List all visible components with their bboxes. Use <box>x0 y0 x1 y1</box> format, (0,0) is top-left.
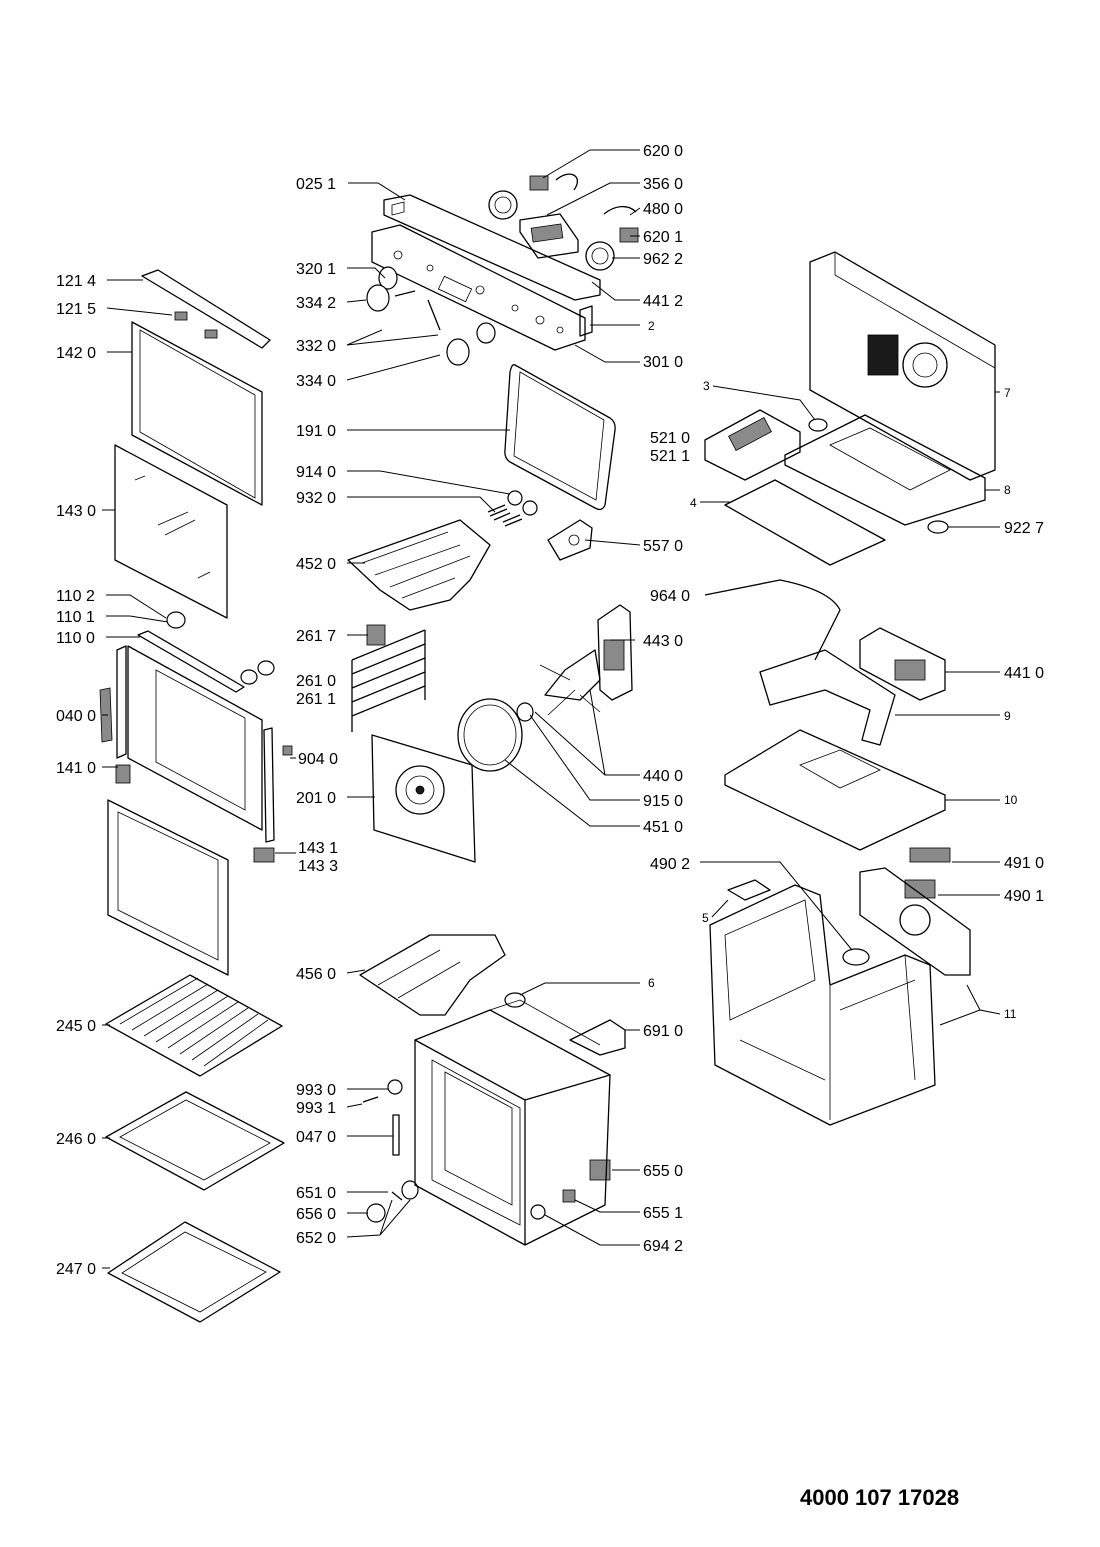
label-557-0: 557 0 <box>643 538 683 555</box>
label-246-0: 246 0 <box>56 1131 96 1148</box>
label-491-0: 491 0 <box>1004 855 1044 872</box>
outer-case-assembly <box>704 251 996 1126</box>
label-521-0: 521 0 <box>650 430 690 447</box>
label-521-1: 521 1 <box>650 448 690 465</box>
label-993-0: 993 0 <box>296 1082 336 1099</box>
leader-lines <box>102 149 1001 1269</box>
label-691-0: 691 0 <box>643 1023 683 1040</box>
label-3: 3 <box>703 379 710 393</box>
label-656-0: 656 0 <box>296 1206 336 1223</box>
label-6: 6 <box>648 976 655 990</box>
label-452-0: 452 0 <box>296 556 336 573</box>
label-142-0: 142 0 <box>56 345 96 362</box>
label-490-1: 490 1 <box>1004 888 1044 905</box>
cavity-internal-parts <box>347 364 633 1246</box>
label-443-0: 443 0 <box>643 633 683 650</box>
label-904-0: 904 0 <box>298 751 338 768</box>
label-334-0: 334 0 <box>296 373 336 390</box>
label-2: 2 <box>648 319 655 333</box>
label-11: 11 <box>1004 1007 1017 1021</box>
label-655-1: 655 1 <box>643 1205 683 1222</box>
label-301-0: 301 0 <box>643 354 683 371</box>
label-440-0: 440 0 <box>643 768 683 785</box>
label-143-0: 143 0 <box>56 503 96 520</box>
label-915-0: 915 0 <box>643 793 683 810</box>
label-620-0: 620 0 <box>643 143 683 160</box>
label-480-0: 480 0 <box>643 201 683 218</box>
label-9: 9 <box>1004 709 1011 723</box>
label-047-0: 047 0 <box>296 1129 336 1146</box>
label-7: 7 <box>1004 386 1011 400</box>
control-panel-assembly <box>366 173 639 366</box>
label-110-1: 110 1 <box>56 609 95 626</box>
door-assembly <box>99 269 293 976</box>
label-356-0: 356 0 <box>643 176 683 193</box>
label-451-0: 451 0 <box>643 819 683 836</box>
label-8: 8 <box>1004 483 1011 497</box>
part-number-labels: 620 0 356 0 480 0 620 1 962 2 441 2 2 30… <box>56 143 1044 1278</box>
label-025-1: 025 1 <box>296 176 336 193</box>
label-261-0: 261 0 <box>296 673 336 690</box>
label-110-2: 110 2 <box>56 588 95 605</box>
label-334-2: 334 2 <box>296 295 336 312</box>
label-332-0: 332 0 <box>296 338 336 355</box>
label-694-2: 694 2 <box>643 1238 683 1255</box>
label-655-0: 655 0 <box>643 1163 683 1180</box>
label-932-0: 932 0 <box>296 490 336 507</box>
label-141-0: 141 0 <box>56 760 96 777</box>
label-651-0: 651 0 <box>296 1185 336 1202</box>
label-121-5: 121 5 <box>56 301 96 318</box>
document-number: 4000 107 17028 <box>800 1485 960 1510</box>
label-456-0: 456 0 <box>296 966 336 983</box>
label-110-0: 110 0 <box>56 630 95 647</box>
label-620-1: 620 1 <box>643 229 683 246</box>
label-320-1: 320 1 <box>296 261 336 278</box>
label-121-4: 121 4 <box>56 273 96 290</box>
label-4: 4 <box>690 496 697 510</box>
label-245-0: 245 0 <box>56 1018 96 1035</box>
label-143-1: 143 1 <box>298 840 338 857</box>
label-201-0: 201 0 <box>296 790 336 807</box>
label-261-1: 261 1 <box>296 691 336 708</box>
label-191-0: 191 0 <box>296 423 336 440</box>
label-922-7: 922 7 <box>1004 520 1044 537</box>
label-143-3: 143 3 <box>298 858 338 875</box>
label-040-0: 040 0 <box>56 708 96 725</box>
label-962-2: 962 2 <box>643 251 683 268</box>
label-5: 5 <box>702 911 709 925</box>
label-652-0: 652 0 <box>296 1230 336 1247</box>
label-964-0: 964 0 <box>650 588 690 605</box>
label-441-2: 441 2 <box>643 293 683 310</box>
label-10: 10 <box>1004 793 1018 807</box>
label-441-0: 441 0 <box>1004 665 1044 682</box>
label-490-2: 490 2 <box>650 856 690 873</box>
label-247-0: 247 0 <box>56 1261 96 1278</box>
label-261-7: 261 7 <box>296 628 336 645</box>
shelves-and-trays <box>105 974 285 1323</box>
label-914-0: 914 0 <box>296 464 336 481</box>
label-993-1: 993 1 <box>296 1100 336 1117</box>
